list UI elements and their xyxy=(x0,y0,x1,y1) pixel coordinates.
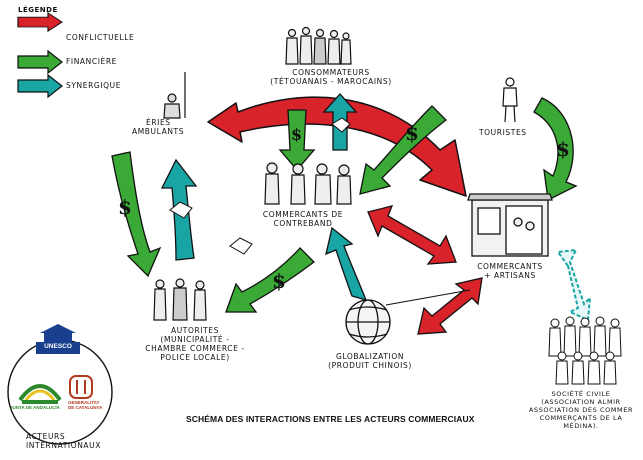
andalucia-logo xyxy=(18,384,62,404)
consommateurs-figures xyxy=(285,26,352,65)
svg-text:$: $ xyxy=(405,121,419,145)
catalunya-label: GENERALITAT DE CATALUNYA xyxy=(68,400,103,410)
arrow-financial-touristes-commercants: $ xyxy=(533,97,578,201)
arrow-financial-touristes-contrebande: $ xyxy=(359,105,447,195)
legend-title: LÉGENDE xyxy=(18,6,58,14)
arrow-financial-contrebande-autorites: $ xyxy=(225,247,315,313)
node-autorites: AUTORITES (MUNICIPALITÉ - CHAMBRE COMMER… xyxy=(140,326,250,362)
node-internationaux: ACTEURS INTERNATIONAUX xyxy=(26,432,101,450)
diagram-caption: SCHÉMA DES INTERACTIONS ENTRE LES ACTEUR… xyxy=(186,414,475,424)
arrow-synergy-globalization-contrebande xyxy=(325,226,368,301)
autorites-line4: POLICE LOCALE) xyxy=(160,353,230,362)
svg-text:$: $ xyxy=(272,269,286,293)
arrow-financial-ambulants-autorites: $ xyxy=(111,151,162,278)
node-societe-civile: SOCIÉTÉ CIVILE (ASSOCIATION ALMIR ASSOCI… xyxy=(520,390,642,430)
commercants-line2: + ARTISANS xyxy=(484,271,536,280)
ambulants-line1: ÉRIES xyxy=(146,118,171,127)
legend-label-conflictuelle: CONFLICTUELLE xyxy=(66,33,135,42)
legend-arrow-synergique xyxy=(17,73,63,99)
svg-text:$: $ xyxy=(118,195,132,219)
node-ambulants: ÉRIES AMBULANTS xyxy=(132,118,184,136)
svg-text:$: $ xyxy=(291,125,302,144)
globe-icon xyxy=(345,299,391,345)
legend-label-synergique: SYNERGIQUE xyxy=(66,81,122,90)
societe-civile-figures xyxy=(548,316,622,385)
international-actors-circle xyxy=(7,324,113,445)
andalucia-label: JUNTA DE ANDALUCÍA xyxy=(10,405,60,410)
societe-line4: COMMERÇANTS DE LA xyxy=(539,414,623,422)
link-line xyxy=(385,289,471,306)
legend-label-financiere: FINANCIÈRE xyxy=(66,57,118,66)
arrow-synergy-commercants-societe xyxy=(556,248,592,322)
globalization-line2: (PRODUIT CHINOIS) xyxy=(328,361,412,370)
consommateurs-subtitle: (TÉTOUANAIS - MAROCAINS) xyxy=(270,77,392,86)
arrow-conflict-globalization-commercants xyxy=(417,277,483,335)
shop-building xyxy=(467,193,553,257)
unesco-label: UNESCO xyxy=(44,343,72,350)
autorites-figures xyxy=(153,278,207,321)
unesco-logo xyxy=(36,324,80,354)
svg-text:$: $ xyxy=(556,137,570,161)
consommateurs-title: CONSOMMATEURS xyxy=(292,68,370,77)
node-consommateurs: CONSOMMATEURS (TÉTOUANAIS - MAROCAINS) xyxy=(256,68,406,86)
arrow-conflict-contrebande-commercants xyxy=(367,205,457,265)
commercants-line1: COMMERCANTS xyxy=(477,262,543,271)
internationaux-line2: INTERNATIONAUX xyxy=(26,441,101,450)
catalunya-logo xyxy=(69,375,93,399)
handshake-icon xyxy=(169,117,351,255)
ambulant-figure xyxy=(163,72,186,119)
legend-arrow-financiere xyxy=(17,49,63,75)
societe-line3: ASSOCIATION DES COMMER xyxy=(528,406,634,414)
ambulants-line2: AMBULANTS xyxy=(132,127,185,136)
autorites-line1: AUTORITES xyxy=(170,326,219,335)
node-commercants: COMMERCANTS + ARTISANS xyxy=(460,262,560,280)
contrebande-figures xyxy=(264,162,352,205)
node-contrebande: COMMERCANTS DE CONTREBAND xyxy=(248,210,358,228)
node-globalization: GLOBALIZATION (PRODUIT CHINOIS) xyxy=(320,352,420,370)
contrebande-line2: CONTREBAND xyxy=(273,219,333,228)
societe-line1: SOCIÉTÉ CIVILE xyxy=(551,390,611,398)
contrebande-line1: COMMERCANTS DE xyxy=(262,210,344,219)
legend-arrow-conflictuelle xyxy=(17,12,63,33)
autorites-line2: (MUNICIPALITÉ - xyxy=(160,335,230,344)
internationaux-line1: ACTEURS xyxy=(26,432,66,441)
societe-line5: MÉDINA). xyxy=(563,422,599,430)
globalization-line1: GLOBALIZATION xyxy=(335,352,405,361)
touriste-figure xyxy=(502,77,518,123)
societe-line2: (ASSOCIATION ALMIR xyxy=(541,398,621,406)
arrow-financial-consommateurs-contrebande: $ xyxy=(278,109,316,172)
autorites-line3: CHAMBRE COMMERCE - xyxy=(145,344,245,353)
node-touristes: TOURISTES xyxy=(479,128,527,137)
